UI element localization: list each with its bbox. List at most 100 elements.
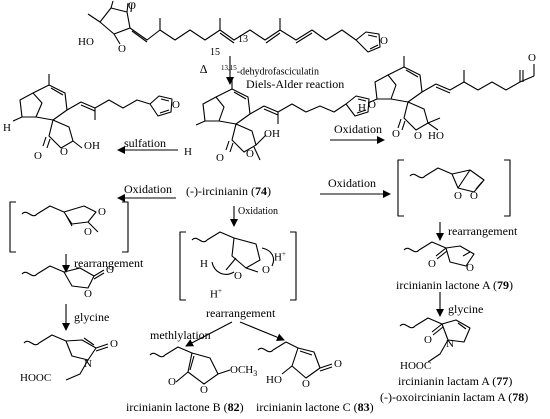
atom-hooc-right: HOOC xyxy=(400,360,432,372)
atom-ho-oxidized: HO xyxy=(428,130,444,142)
atom-o-sulfated-carbonyl: O xyxy=(34,150,42,162)
lactone-c-label: ircinianin lactone C (83) xyxy=(256,400,374,415)
lactam-a-number: 77 xyxy=(496,374,509,388)
structure-lactone-c xyxy=(257,341,333,379)
atom-hplus-intermediate: H+ xyxy=(274,250,286,264)
atom-h-sulfated: H xyxy=(3,122,11,134)
hplus-sign-2: + xyxy=(217,287,222,295)
atom-och3-lactone-b: OCH3 xyxy=(230,364,257,378)
atom-number-15: 15 xyxy=(210,47,220,58)
atom-o-sulfated-ring: O xyxy=(60,146,68,158)
atom-n-lactam-a: N xyxy=(446,338,454,350)
atom-o-left-butenolide-ring: O xyxy=(84,288,92,300)
lactone-a-close: ) xyxy=(508,278,513,292)
lactone-a-label: ircinianin lactone A (79) xyxy=(396,278,513,293)
structure-oxidized xyxy=(367,56,535,131)
structure-left-lactam xyxy=(23,334,109,381)
heat-triangle: ∆ xyxy=(200,62,208,76)
atom-o-oxidized-carbonyl: O xyxy=(392,128,400,140)
atom-o-lactone-a-ring: O xyxy=(466,262,474,274)
rearrangement-left-label: rearrangement xyxy=(74,256,144,270)
structure-ircinianin xyxy=(195,78,370,161)
lactone-c-number: 83 xyxy=(357,400,370,414)
oxidation-right-label: Oxidation xyxy=(328,176,376,190)
structure-lactam-a xyxy=(399,317,471,363)
hplus-h: H xyxy=(274,251,282,264)
atom-o-sulfated-furan: O xyxy=(172,99,180,111)
lactam-a-label: ircinianin lactam A (77) xyxy=(398,374,512,389)
arrow-to-lactone-c xyxy=(239,321,285,342)
glycine-right-label: glycine xyxy=(448,302,484,316)
atom-o-center-carbonyl: O xyxy=(216,152,224,164)
atom-h-center: H xyxy=(184,146,192,158)
compound-number: 74 xyxy=(254,184,267,198)
methylation-label: methlylation xyxy=(150,328,211,342)
atom-o-oxidized-ring: O xyxy=(414,130,422,142)
structure-dehydrofasciculatin xyxy=(87,0,381,53)
ircinianin-74-label: (-)-ircinianin (74) xyxy=(186,184,271,199)
atom-o-center-furan: O xyxy=(368,99,376,111)
atom-o-top-furan: O xyxy=(380,35,388,47)
atom-ho-lactone-c: HO xyxy=(266,374,282,386)
atom-h-intermediate: H xyxy=(200,258,208,270)
structure-left-butenolide xyxy=(21,265,105,289)
structure-cyclization-intermediate xyxy=(179,231,297,301)
arrow-methylation xyxy=(185,321,233,347)
atom-o-lactam-a: O xyxy=(424,334,432,346)
hplus-h-2: H xyxy=(210,288,218,301)
lactone-a-number: 79 xyxy=(496,278,509,292)
lactam-a-text: ircinianin lactam A ( xyxy=(398,374,497,388)
compound-text: (-)-ircinianin ( xyxy=(186,184,255,198)
lactone-b-text: ircinianin lactone B ( xyxy=(126,400,228,414)
atom-o-right-epoxide-b: O xyxy=(470,190,478,202)
atom-oh-center: OH xyxy=(264,128,280,140)
oxo-lactam-text: (-)-oxoircinianin lactam A ( xyxy=(380,390,513,404)
atom-o-lactone-a-carbonyl: O xyxy=(428,258,436,270)
atom-o-left-epoxide: O xyxy=(98,206,106,218)
structure-right-epoxide xyxy=(397,159,511,217)
oxo-lactam-number: 78 xyxy=(512,390,525,404)
atom-o-lactone-b-carbonyl: O xyxy=(168,376,176,388)
compound-close: ) xyxy=(266,184,271,198)
atom-oh-sulfated: OH xyxy=(84,140,100,152)
atom-o-top-ring: O xyxy=(118,43,126,55)
atom-hooc-left: HOOC xyxy=(20,372,52,384)
glycine-left-label: glycine xyxy=(74,310,110,324)
dehydrofasciculatin-label: 13,15-dehydrofasciculatin xyxy=(221,64,319,77)
structure-lactone-b xyxy=(149,346,231,385)
lactone-b-close: ) xyxy=(239,400,244,414)
atom-o-top-carbonyl: O xyxy=(128,0,136,12)
oxidation-left-label: Oxidation xyxy=(124,182,172,196)
label-text: -dehydrofasciculatin xyxy=(236,66,319,78)
atom-o-lactone-c-carbonyl: O xyxy=(334,358,342,370)
oxidation-center-label: Oxidation xyxy=(238,206,278,217)
atom-o-right-epoxide-a: O xyxy=(454,190,462,202)
lactone-b-label: ircinianin lactone B (82) xyxy=(126,400,244,415)
atom-o-intermediate-a: O xyxy=(234,270,242,282)
lactam-a-close: ) xyxy=(508,374,513,388)
atom-o-lactone-c-ring: O xyxy=(302,378,310,390)
rearrangement-center-label: rearrangement xyxy=(206,306,276,320)
lactone-a-text: ircinianin lactone A ( xyxy=(396,278,497,292)
lactone-b-number: 82 xyxy=(227,400,240,414)
atom-hplus-intermediate-2: H+ xyxy=(210,287,222,301)
atom-o-left-lactam: O xyxy=(110,338,118,350)
och3-sub: 3 xyxy=(253,369,258,379)
atom-o-oxidized-aldehyde: O xyxy=(528,52,536,64)
atom-n-left-lactam: N xyxy=(84,358,92,370)
lactone-c-close: ) xyxy=(369,400,374,414)
atom-o-left-butenolide-carbonyl: O xyxy=(106,264,114,276)
atom-o-lactone-b-ring: O xyxy=(200,384,208,396)
structure-left-epoxide xyxy=(9,201,129,253)
hplus-sign: + xyxy=(281,250,286,258)
oxidation-top-right-label: Oxidation xyxy=(334,122,382,136)
oxo-lactam-label: (-)-oxoircinianin lactam A (78) xyxy=(380,390,528,405)
atom-o-center-ring: O xyxy=(246,148,254,160)
oxo-lactam-close: ) xyxy=(524,390,529,404)
rearrangement-right-label: rearrangement xyxy=(448,224,518,238)
atom-o-intermediate-b: O xyxy=(262,264,270,276)
structure-lactone-a xyxy=(403,241,475,267)
diels-alder-label: Diels-Alder reaction xyxy=(246,77,345,91)
